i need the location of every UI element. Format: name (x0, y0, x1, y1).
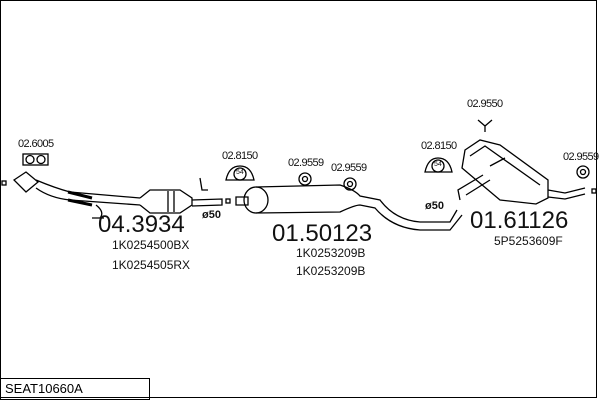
oem-number: 1K0254505RX (112, 258, 191, 272)
rubber-mount-icon (298, 172, 312, 186)
catalyst-part-drawing (12, 171, 231, 219)
rubber-mount-icon (343, 177, 357, 191)
connector-icon (1, 180, 7, 186)
rear-muffler-drawing (457, 139, 597, 205)
accessory-ref[interactable]: 02.9559 (563, 151, 599, 163)
diameter-label: ø50 (202, 209, 221, 221)
diameter-label: ø50 (425, 200, 444, 212)
oem-number: 1K0254500BX (112, 238, 190, 252)
accessory-ref[interactable]: 02.8150 (421, 140, 457, 152)
clamp-label: 54 (236, 169, 244, 176)
accessory-ref[interactable]: 02.9559 (331, 162, 367, 174)
clamp-54-icon (424, 157, 453, 173)
gasket-icon (22, 153, 49, 166)
accessory-ref[interactable]: 02.9550 (467, 98, 503, 110)
oem-number: 1K0253209B (296, 246, 366, 260)
accessory-ref[interactable]: 02.8150 (222, 150, 258, 162)
hanger-icon (477, 119, 493, 132)
oem-number: 5P5253609F (494, 234, 563, 248)
rubber-mount-icon (576, 165, 590, 179)
clamp-label: 54 (434, 161, 442, 168)
center-muffler-drawing (235, 184, 463, 231)
part-number[interactable]: 01.61126 (470, 207, 569, 234)
clamp-54-icon (225, 165, 255, 181)
diagram-code: SEAT10660A (0, 378, 150, 400)
oem-number: 1K0253209B (296, 264, 366, 278)
accessory-ref[interactable]: 02.9559 (288, 157, 324, 169)
accessory-ref[interactable]: 02.6005 (18, 138, 54, 150)
part-number[interactable]: 01.50123 (272, 220, 373, 247)
part-number[interactable]: 04.3934 (98, 211, 185, 238)
